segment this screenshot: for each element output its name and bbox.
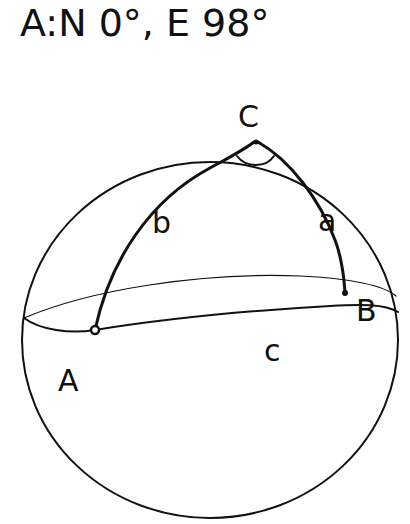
side-label: a	[318, 206, 336, 236]
angle-arc	[237, 156, 274, 165]
vertex-dot	[254, 140, 259, 145]
arc-b	[95, 142, 254, 330]
equator-front	[24, 305, 398, 332]
vertex-label: B	[356, 296, 377, 326]
arc-a	[258, 142, 345, 292]
vertex-label: A	[58, 366, 79, 396]
coordinate-note: A:N 0°, E 98°	[20, 4, 269, 42]
side-label: b	[152, 208, 171, 238]
side-label: c	[264, 336, 281, 366]
sphere-outline	[22, 162, 398, 518]
vertex-dot	[342, 290, 348, 296]
equator-back	[24, 275, 396, 318]
vertex-dot	[91, 326, 99, 334]
vertex-label: C	[238, 102, 259, 132]
